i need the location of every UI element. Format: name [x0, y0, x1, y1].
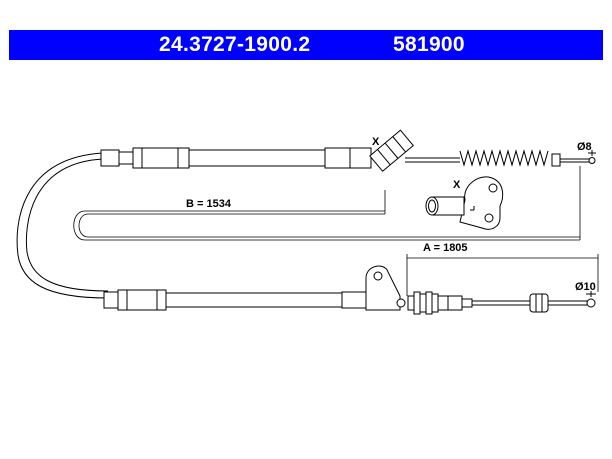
label-x-top: X	[372, 136, 380, 148]
diameter-top-label: Ø8	[577, 141, 592, 153]
dimension-a-label: A = 1805	[423, 242, 468, 254]
dimension-b-label: B = 1534	[186, 198, 232, 210]
dimension-b-loop	[73, 166, 581, 241]
lower-bracket	[365, 265, 406, 311]
part-number: 24.3727-1900.2	[159, 33, 311, 56]
upper-sheath	[100, 147, 372, 169]
dimension-a-line	[406, 254, 599, 296]
lower-sheath	[103, 289, 369, 311]
upper-inner-cable	[405, 149, 596, 167]
title-banner: 24.3727-1900.2 581900	[9, 30, 603, 60]
diameter-bottom-label: Ø10	[575, 281, 596, 293]
detail-x-fitting	[425, 176, 504, 230]
label-x-detail: X	[453, 179, 461, 191]
cable-sheath-loop	[16, 152, 109, 299]
upper-angled-fitting	[369, 129, 414, 172]
reference-code: 581900	[393, 33, 465, 56]
lower-bellows	[407, 291, 596, 315]
